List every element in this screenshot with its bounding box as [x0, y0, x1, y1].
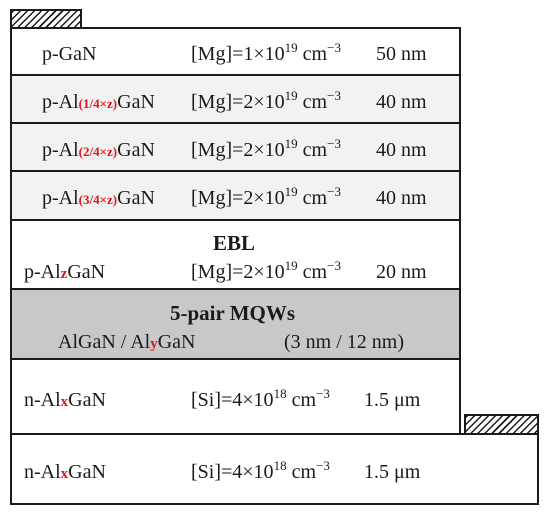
mqw-title: 5-pair MQWs [170, 301, 296, 325]
material-composition: y [150, 336, 158, 352]
material-suffix: GaN [68, 461, 106, 483]
layer-thickness: 50 nm [376, 43, 427, 65]
layer-doping: [Mg]=2×1019 cm−3 [191, 89, 341, 113]
layer-material: p-Al(3/4×z)GaN [42, 188, 155, 208]
doping-exponent: 19 [284, 136, 298, 151]
layer-thickness: 40 nm [376, 139, 427, 161]
doping-base: [Mg]=2×10 [191, 139, 285, 161]
material-prefix: n-Al [24, 389, 61, 411]
doping-base: [Mg]=2×10 [191, 91, 285, 113]
layer-n-algan-upper: n-AlxGaN [Si]=4×1018 cm−3 1.5 μm [10, 358, 461, 435]
doping-unit-exponent: −3 [327, 184, 341, 199]
material-prefix: p-Al [42, 187, 79, 209]
material-prefix: p-Al [24, 261, 61, 283]
layer-ebl: EBL p-AlzGaN [Mg]=2×1019 cm−3 20 nm [10, 219, 461, 290]
doping-unit: cm [297, 187, 328, 209]
doping-unit-exponent: −3 [316, 458, 330, 473]
material-suffix: GaN [157, 331, 196, 353]
layer-doping: [Mg]=2×1019 cm−3 [191, 137, 341, 161]
doping-base: [Mg]=1×10 [191, 43, 285, 65]
layer-p-algan-1: p-Al(1/4×z)GaN [Mg]=2×1019 cm−3 40 nm [10, 74, 461, 124]
doping-unit: cm [297, 91, 328, 113]
material-composition: z [60, 266, 68, 282]
doping-unit-exponent: −3 [316, 386, 330, 401]
doping-unit-exponent: −3 [327, 136, 341, 151]
material-composition: x [60, 394, 69, 410]
layer-material: p-Al(1/4×z)GaN [42, 92, 155, 112]
layer-thickness: 40 nm [376, 187, 427, 209]
material-suffix: GaN [117, 187, 155, 209]
doping-base: [Si]=4×10 [191, 389, 274, 411]
doping-unit-exponent: −3 [327, 40, 341, 55]
layer-thickness: 1.5 μm [364, 461, 421, 483]
material-suffix: GaN [117, 139, 155, 161]
doping-unit: cm [297, 139, 328, 161]
doping-base: [Mg]=2×10 [191, 261, 285, 283]
material-composition: (2/4×z) [78, 144, 118, 159]
doping-exponent: 19 [284, 184, 298, 199]
material-composition: x [60, 466, 69, 482]
material-suffix: GaN [117, 91, 155, 113]
layer-p-algan-3: p-Al(3/4×z)GaN [Mg]=2×1019 cm−3 40 nm [10, 170, 461, 221]
p-contact-pad [10, 9, 82, 29]
doping-unit-exponent: −3 [327, 258, 341, 273]
doping-unit: cm [286, 389, 316, 411]
layer-p-algan-2: p-Al(2/4×z)GaN [Mg]=2×1019 cm−3 40 nm [10, 122, 461, 172]
material-text: p-GaN [42, 43, 97, 65]
layer-material: p-AlzGaN [24, 262, 105, 282]
doping-unit: cm [297, 43, 328, 65]
layer-doping: [Si]=4×1018 cm−3 [191, 387, 330, 411]
doping-unit: cm [297, 261, 328, 283]
mqw-material: AlGaN / AlyGaN [58, 332, 195, 352]
doping-exponent: 19 [284, 258, 298, 273]
doping-unit: cm [286, 461, 316, 483]
layer-doping: [Si]=4×1018 cm−3 [191, 459, 330, 483]
layer-material: n-AlxGaN [24, 462, 106, 482]
doping-base: [Mg]=2×10 [191, 187, 285, 209]
layer-material: p-Al(2/4×z)GaN [42, 140, 155, 160]
layer-doping: [Mg]=2×1019 cm−3 [191, 185, 341, 209]
material-prefix: p-Al [42, 91, 79, 113]
doping-base: [Si]=4×10 [191, 461, 274, 483]
ebl-title: EBL [213, 231, 256, 255]
material-prefix: AlGaN / Al [58, 331, 151, 353]
layer-thickness: 40 nm [376, 91, 427, 113]
doping-unit-exponent: −3 [327, 88, 341, 103]
material-composition: (3/4×z) [78, 192, 118, 207]
layer-material: n-AlxGaN [24, 390, 106, 410]
doping-exponent: 18 [273, 386, 287, 401]
layer-thickness: 1.5 μm [364, 389, 421, 411]
doping-exponent: 19 [284, 88, 298, 103]
material-prefix: n-Al [24, 461, 61, 483]
n-contact-pad [464, 414, 539, 435]
material-suffix: GaN [67, 261, 106, 283]
layer-doping: [Mg]=2×1019 cm−3 [191, 259, 341, 283]
layer-material: p-GaN [42, 44, 96, 64]
layer-mqw: 5-pair MQWs AlGaN / AlyGaN (3 nm / 12 nm… [10, 288, 461, 360]
layer-p-gan: p-GaN [Mg]=1×1019 cm−3 50 nm [10, 27, 461, 76]
material-composition: (1/4×z) [78, 96, 118, 111]
layer-n-algan-lower: n-AlxGaN [Si]=4×1018 cm−3 1.5 μm [10, 433, 539, 505]
layer-doping: [Mg]=1×1019 cm−3 [191, 41, 341, 65]
material-suffix: GaN [68, 389, 106, 411]
mqw-thickness: (3 nm / 12 nm) [284, 331, 404, 353]
doping-exponent: 18 [273, 458, 287, 473]
layer-thickness: 20 nm [376, 261, 427, 283]
material-prefix: p-Al [42, 139, 79, 161]
doping-exponent: 19 [284, 40, 298, 55]
